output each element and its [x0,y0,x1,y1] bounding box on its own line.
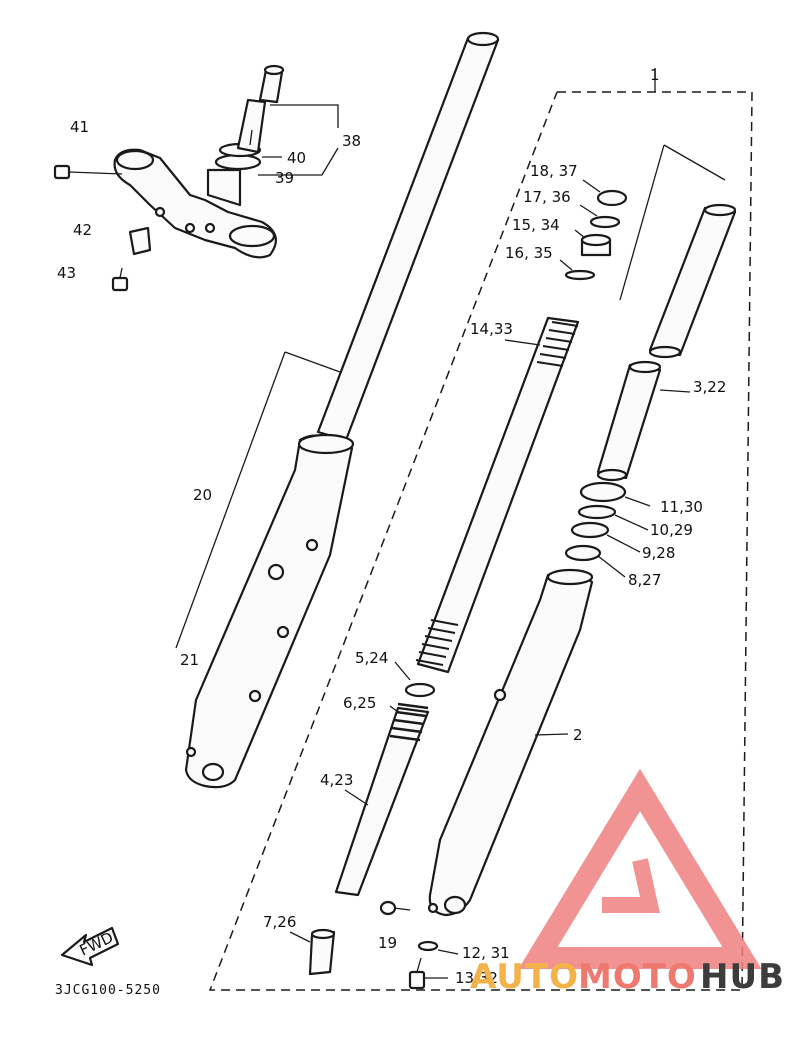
watermark-triangle-logo [518,768,762,969]
watermark-text-hub: HUB [700,957,785,997]
label-12-31: 12, 31 [462,944,510,962]
leader-lines [175,104,726,979]
inner-tube-right [648,203,737,359]
watermark-text-auto: AUTO [470,957,579,997]
label-42: 42 [73,221,92,239]
label-11-30: 11,30 [660,498,703,516]
label-13-32: 13,32 [455,969,498,987]
label-15-34: 15, 34 [512,216,560,234]
clamp-42 [128,226,152,256]
assembly-outline [208,68,753,991]
label-1: 1 [650,66,660,84]
slide-bushing [596,360,662,482]
bolt-43 [111,267,129,292]
label-41: 41 [70,118,89,136]
seal-stack [564,481,627,562]
outer-tube-21 [184,433,355,789]
label-19: 19 [378,934,397,952]
damper-rod [334,682,436,897]
label-4-23: 4,23 [320,771,353,789]
fork-spring [415,316,580,674]
label-21: 21 [180,651,199,669]
oil-lock-piece [308,928,336,976]
diagram-code: 3JCG100-5250 [55,983,161,998]
part-labels: 1 2 3,22 4,23 5,24 6,25 7,26 8,27 9,28 1… [55,66,726,998]
label-38: 38 [342,132,361,150]
label-9-28: 9,28 [642,544,675,562]
label-10-29: 10,29 [650,521,693,539]
label-17-36: 17, 36 [523,188,571,206]
inner-tube-20 [316,31,500,442]
washer-12 [417,940,439,952]
label-7-26: 7,26 [263,913,296,931]
watermark-text-moto: MOTO [578,957,697,997]
label-3-22: 3,22 [693,378,726,396]
forward-arrow-icon [60,926,120,967]
label-14-33: 14,33 [470,320,513,338]
steering-stem-bracket [113,64,285,259]
label-20: 20 [193,486,212,504]
label-43: 43 [57,264,76,282]
drain-bolt-19 [379,900,411,916]
bolt-41 [53,164,123,180]
bolt-13 [408,957,426,990]
cap-bolt [564,189,628,281]
label-16-35: 16, 35 [505,244,553,262]
label-18-37: 18, 37 [530,162,578,180]
label-5-24: 5,24 [355,649,388,667]
label-8-27: 8,27 [628,571,661,589]
automotohub-watermark: AUTO MOTO HUB [470,768,785,997]
label-6-25: 6,25 [343,694,376,712]
label-2: 2 [573,726,583,744]
label-39: 39 [275,169,294,187]
label-40: 40 [287,149,306,167]
outer-tube-2 [427,568,594,917]
